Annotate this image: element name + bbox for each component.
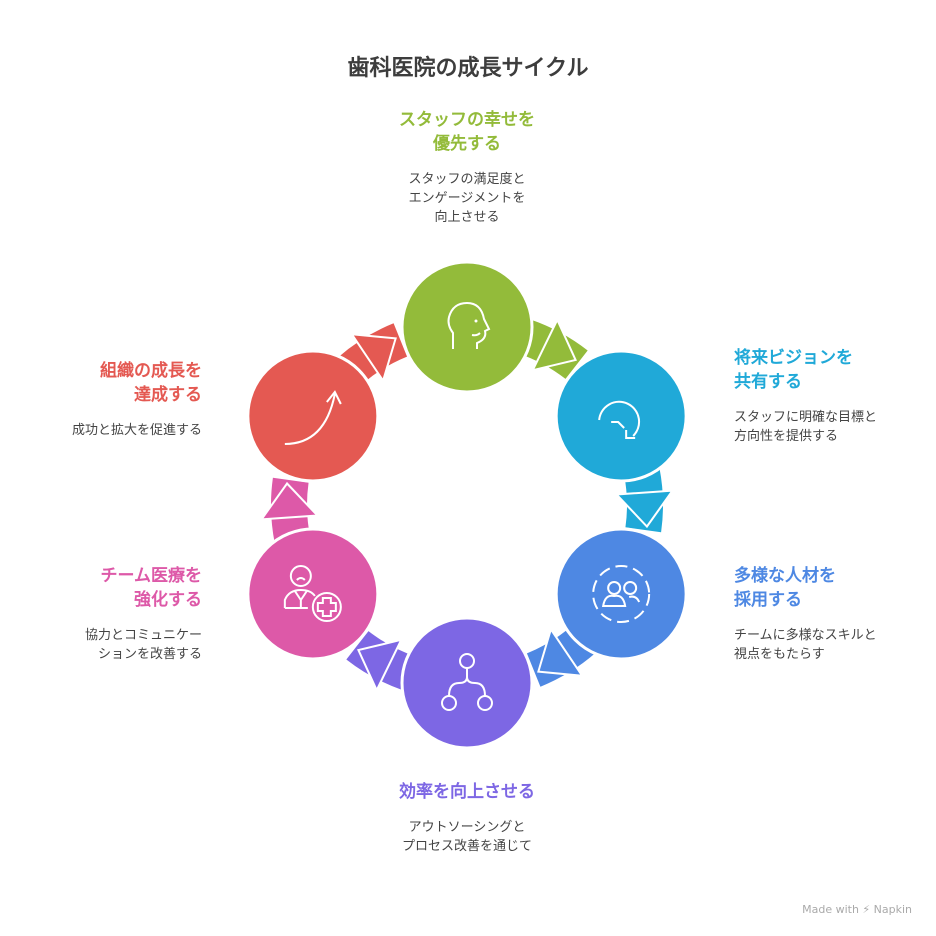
medical-staff-icon bbox=[283, 565, 342, 622]
step-title: 達成する bbox=[134, 385, 202, 405]
step-efficiency: 効率を向上させる アウトソーシングとプロセス改善を通じて bbox=[347, 780, 587, 856]
step-title: 多様な人材を bbox=[734, 566, 836, 586]
connector-arrowhead bbox=[537, 627, 585, 677]
step-desc: エンゲージメントを bbox=[408, 191, 526, 206]
step-desc: 成功と拡大を促進する bbox=[71, 423, 202, 438]
page-title: 歯科医院の成長サイクル bbox=[347, 56, 589, 81]
hierarchy-icon bbox=[441, 653, 493, 711]
step-desc: スタッフの満足度と bbox=[408, 172, 526, 187]
step-desc: 協力とコミュニケー bbox=[84, 628, 202, 643]
step-title: 将来ビジョンを bbox=[734, 348, 853, 368]
step-desc: アウトソーシングと bbox=[408, 820, 526, 835]
step-title: 共有する bbox=[734, 372, 802, 392]
connector-arrowhead bbox=[530, 317, 578, 372]
step-desc: チームに多様なスキルと bbox=[734, 628, 877, 643]
step-team-care: チーム医療を強化する 協力とコミュニケーションを改善する bbox=[0, 564, 202, 664]
step-desc: ションを改善する bbox=[97, 647, 202, 662]
step-circle bbox=[554, 349, 688, 483]
connector-arrowhead bbox=[259, 481, 320, 521]
step-circle bbox=[554, 527, 688, 661]
rotate-arrow-icon bbox=[598, 400, 641, 439]
connector-arrowhead bbox=[349, 333, 397, 383]
step-circle bbox=[400, 616, 534, 750]
step-desc: 向上させる bbox=[434, 210, 500, 225]
step-org-growth: 組織の成長を達成する 成功と拡大を促進する bbox=[0, 359, 202, 440]
step-desc: 視点をもたらす bbox=[734, 647, 825, 662]
connector-arrowhead bbox=[614, 489, 675, 529]
step-circle bbox=[246, 527, 380, 661]
step-title: スタッフの幸せを bbox=[399, 110, 535, 130]
step-circle bbox=[400, 260, 534, 394]
step-desc: 方向性を提供する bbox=[734, 429, 839, 444]
step-desc: プロセス改善を通じて bbox=[401, 839, 532, 854]
growth-arrow-icon bbox=[284, 390, 342, 445]
step-title: 採用する bbox=[734, 590, 802, 610]
head-icon bbox=[447, 301, 491, 349]
step-title: チーム医療を bbox=[100, 566, 203, 586]
step-circle bbox=[246, 349, 380, 483]
step-staff-happiness: スタッフの幸せを優先する スタッフの満足度とエンゲージメントを向上させる bbox=[347, 108, 587, 227]
step-diverse-hiring: 多様な人材を採用する チームに多様なスキルと視点をもたらす bbox=[734, 564, 936, 664]
team-circle-icon bbox=[592, 565, 651, 623]
step-title: 強化する bbox=[134, 590, 202, 610]
napkin-credit: Made with ⚡ Napkin bbox=[802, 903, 912, 916]
connector-arrowhead bbox=[356, 638, 404, 693]
step-title: 組織の成長を bbox=[100, 361, 202, 381]
step-title: 優先する bbox=[433, 134, 501, 154]
step-title: 効率を向上させる bbox=[399, 782, 535, 802]
step-desc: スタッフに明確な目標と bbox=[734, 410, 878, 425]
step-shared-vision: 将来ビジョンを共有する スタッフに明確な目標と方向性を提供する bbox=[734, 346, 936, 446]
